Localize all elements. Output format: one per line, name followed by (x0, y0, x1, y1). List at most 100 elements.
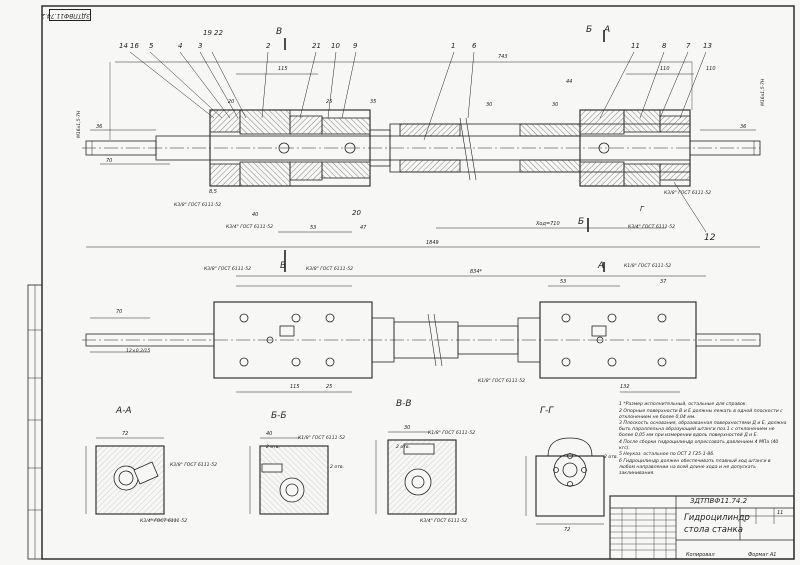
note-1: 1 *Размер исполнительный, остальные для … (619, 402, 748, 407)
thread-k34-top-right: К3/4" ГОСТ 6111-52 (628, 225, 676, 230)
title-block-code: ЗДТПВФ11.74.2 (690, 497, 748, 505)
dim-8-5: 8,5 (209, 189, 217, 195)
marker-b-top: Б (586, 25, 593, 35)
dim-12-mid: 12×0,2/15 (126, 349, 151, 354)
thread-k34-top-left: К3/4" ГОСТ 6111-52 (226, 225, 274, 230)
dim-44: 44 (566, 79, 573, 85)
dim-115: 115 (278, 66, 288, 72)
balloon-5: 5 (149, 42, 154, 50)
thread-k18-mid-b: К1/8" ГОСТ 6111-52 (478, 379, 526, 384)
balloon-8: 8 (662, 42, 667, 50)
balloon-4: 4 (178, 42, 183, 50)
thread-k38-top-right: К3/8" ГОСТ 6111-52 (664, 191, 712, 196)
marker-v-top: В (276, 27, 283, 37)
sheet-format: Формат А1 (748, 552, 777, 558)
balloon-22: 22 (214, 29, 223, 37)
rotated-drawing-code: ЗДТПВФ11.74.2 (41, 9, 91, 21)
balloon-10: 10 (331, 42, 340, 50)
dim-1849: 1849 (426, 240, 439, 246)
section-bb-view (249, 437, 329, 515)
dim-115-mid: 115 (290, 384, 300, 390)
dim-72-gg: 72 (564, 527, 571, 533)
marker-a-middle: А (598, 261, 605, 271)
balloon-3: 3 (198, 42, 203, 50)
dim-743: 743 (498, 54, 508, 60)
sheet-number: 11 (777, 510, 784, 516)
title-line-1: Гидроцилиндр (684, 513, 750, 523)
dim-40: 40 (252, 212, 259, 218)
section-aa-view (85, 437, 178, 521)
thread-k18-mid: К1/8" ГОСТ 6111-52 (624, 264, 672, 269)
dim-70-a: 70 (106, 158, 113, 164)
balloon-2: 2 (266, 42, 271, 50)
dim-72-aa: 72 (122, 431, 129, 437)
dim-35: 35 (370, 99, 377, 105)
thread-k34-vv: К3/4" ГОСТ 6111-52 (420, 519, 468, 524)
thread-k38-top-left: К3/8" ГОСТ 6111-52 (174, 203, 222, 208)
title-line-2: стола станка (684, 525, 743, 535)
balloon-16: 16 (130, 42, 139, 50)
balloon-13: 13 (703, 42, 712, 50)
dim-47: 47 (360, 225, 367, 231)
dim-36-a: 36 (96, 124, 103, 130)
dim-53: 53 (310, 225, 317, 231)
dim-25-mid: 25 (326, 384, 333, 390)
thread-m16-left: М16х1,5-7Н (77, 110, 82, 138)
note-5: 5 Неуказ. остальное по ОСТ 2 Г25-1-86. (619, 452, 715, 458)
dim-30-vv: 30 (404, 425, 411, 431)
dim-40-bb: 40 (266, 431, 273, 437)
balloon-21: 21 (312, 42, 321, 50)
dim-36-b: 36 (740, 124, 747, 130)
sheet-frame (27, 5, 795, 560)
holes-bb-2: 2 отв. (330, 465, 345, 470)
dim-20: 20 (228, 99, 235, 105)
marker-a-top: А (604, 25, 611, 35)
title-block (609, 495, 795, 560)
balloon-19: 19 (203, 29, 212, 37)
balloon-11: 11 (631, 42, 640, 50)
section-aa-title: А-А (116, 406, 132, 416)
marker-v-middle: В (280, 261, 287, 271)
balloon-7: 7 (686, 42, 691, 50)
thread-k34-aa: К3/4" ГОСТ 6111-52 (140, 519, 188, 524)
balloon-14: 14 (119, 42, 128, 50)
copied-by: Копировал (686, 552, 715, 558)
section-vv-title: В-В (396, 399, 412, 409)
marker-g: Г (640, 205, 644, 213)
dim-834: 834* (470, 269, 483, 275)
note-4: 4 После сборки гидроцилиндр опрессовать … (619, 439, 779, 451)
dim-37-mid: 37 (660, 279, 667, 285)
dim-70-mid: 70 (116, 309, 123, 315)
section-gg-title: Г-Г (540, 406, 554, 416)
dim-stroke: Ход=710 (536, 221, 560, 227)
dim-30-b: 30 (552, 102, 559, 108)
holes-vv: 2 отв. (396, 445, 411, 450)
dim-53-mid: 53 (560, 279, 567, 285)
holes-gg: 2 отв. (604, 455, 619, 460)
thread-k38-mid-b: К3/8" ГОСТ 6111-52 (306, 267, 354, 272)
dim-30-a: 30 (486, 102, 493, 108)
balloon-1: 1 (451, 42, 456, 50)
thread-k38-aa: К3/8" ГОСТ 6111-52 (170, 463, 218, 468)
thread-k18-bb: К1/8" ГОСТ 6111-52 (298, 436, 346, 441)
dim-132-mid: 132 (620, 384, 630, 390)
balloon-9: 9 (353, 42, 358, 50)
note-3: 3 Плоскость основания, образованная пове… (619, 421, 787, 439)
middle-plan-view (82, 262, 761, 393)
thread-k18-vv: К1/8" ГОСТ 6111-52 (428, 431, 476, 436)
thread-m16-right: М16х1,5-7Н (761, 78, 766, 106)
balloon-6: 6 (472, 42, 477, 50)
balloon-20: 20 (352, 209, 361, 217)
note-2: 2 Опорные поверхности В и Е должны лежат… (619, 408, 783, 420)
dim-110-b: 110 (706, 66, 716, 72)
balloon-12: 12 (704, 233, 716, 243)
section-gg-view (525, 437, 605, 525)
holes-bb: 2 отв. (266, 445, 281, 450)
technical-notes: 1 *Размер исполнительный, остальные для … (619, 402, 787, 478)
note-6: 6 Гидроцилиндр должен обеспечивать плавн… (619, 458, 771, 476)
thread-k38-mid-a: К3/8" ГОСТ 6111-52 (204, 267, 252, 272)
top-section-view (82, 30, 761, 262)
section-vv-view (375, 431, 457, 515)
